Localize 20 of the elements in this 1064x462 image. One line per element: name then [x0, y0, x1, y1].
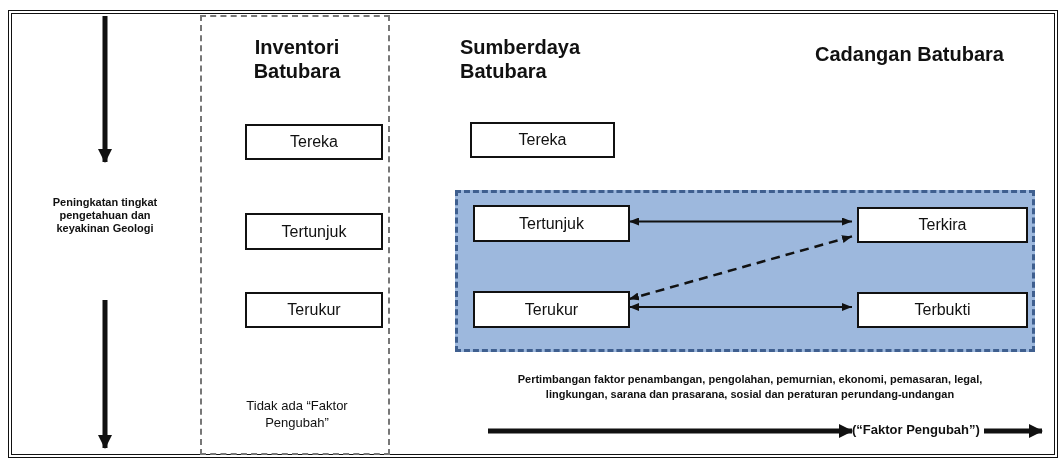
- category-box: Tertunjuk: [245, 213, 383, 250]
- category-box: Tereka: [470, 122, 615, 158]
- note-text: Pertimbangan faktor penambangan, pengolahan, pemurnian, ekonomi, pemasaran, legal, lingkungan, sarana dan prasarana, sosial dan peraturan perundang-undangan: [516, 372, 984, 402]
- arrow-caption: (“Faktor Pengubah”): [852, 422, 980, 438]
- note-text: Tidak ada “Faktor Pengubah”: [245, 397, 349, 431]
- column-heading: Inventori Batubara: [252, 35, 342, 83]
- highlight-panel: [455, 190, 1035, 352]
- category-box: Terbukti: [857, 292, 1028, 328]
- category-box: Tereka: [245, 124, 383, 160]
- column-heading: Sumberdaya Batubara: [460, 35, 582, 83]
- double-headed-arrow: [628, 303, 853, 311]
- dashed-group-box: [200, 15, 390, 455]
- double-headed-arrow: [628, 217, 853, 226]
- category-box: Terukur: [245, 292, 383, 328]
- category-box: Terukur: [473, 291, 630, 328]
- category-box: Terkira: [857, 207, 1028, 243]
- column-heading: Cadangan Batubara: [815, 42, 1005, 66]
- dashed-arrow: [628, 235, 853, 301]
- axis-caption: Peningkatan tingkat pengetahuan dan keyakinan Geologi: [51, 196, 159, 235]
- category-box: Tertunjuk: [473, 205, 630, 242]
